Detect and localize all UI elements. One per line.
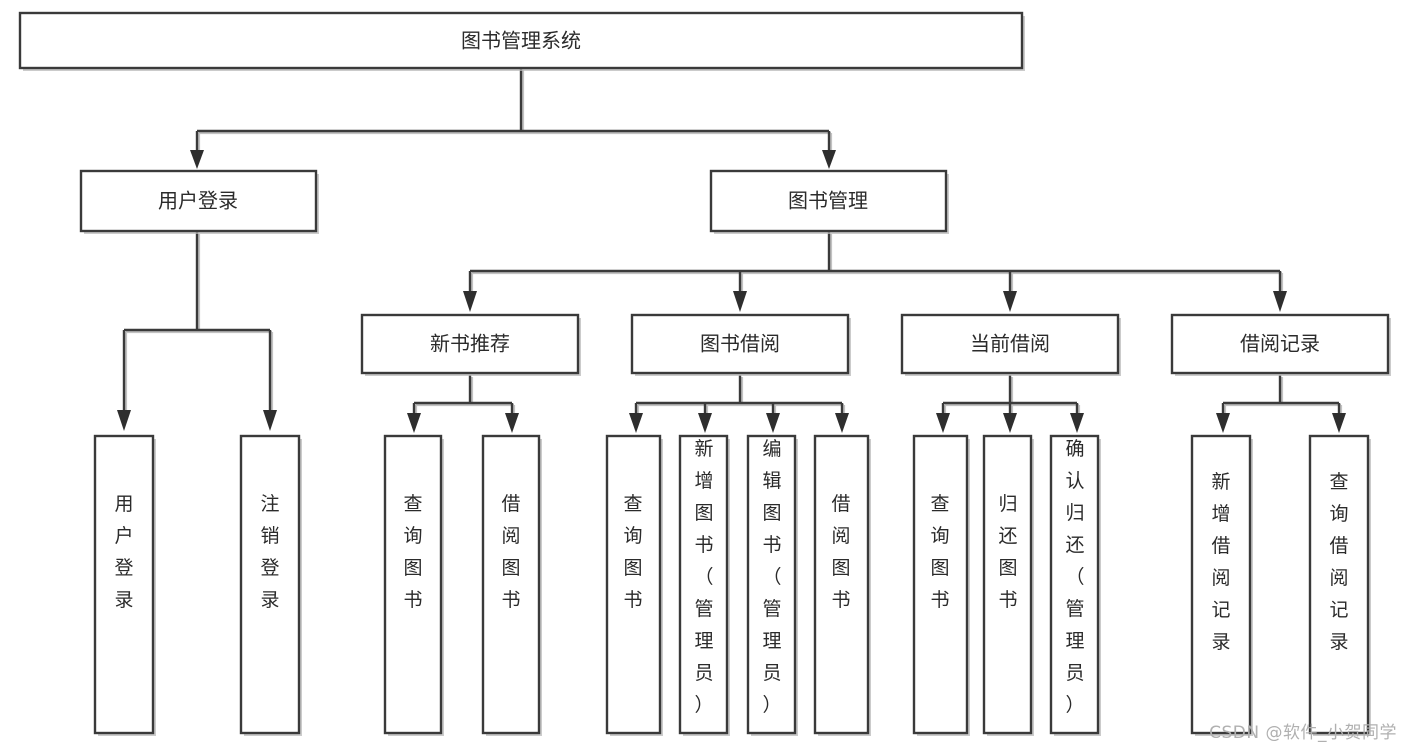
connector-borrowrecord-to-leaves xyxy=(1216,375,1346,433)
connector-root-to-level2 xyxy=(190,68,836,169)
node-leaf-record-query[interactable]: 查询借阅记录 xyxy=(1308,434,1371,736)
node-book-borrow-label: 图书借阅 xyxy=(700,332,780,356)
node-leaf-borrow-query[interactable]: 查询图书 xyxy=(605,434,663,736)
node-leaf-rec-borrow-label: 借阅图书 xyxy=(501,493,520,611)
node-leaf-record-add-label: 新增借阅记录 xyxy=(1211,471,1230,653)
connector-bookborrow-to-leaves xyxy=(629,375,849,433)
node-leaf-user-logout[interactable]: 注销登录 xyxy=(239,434,302,736)
node-leaf-user-login-label: 用户登录 xyxy=(114,493,133,611)
node-current-borrow[interactable]: 当前借阅 xyxy=(900,313,1121,376)
node-leaf-rec-query-label: 查询图书 xyxy=(403,493,422,611)
node-user-login-label: 用户登录 xyxy=(158,189,238,213)
node-book-manage-label: 图书管理 xyxy=(788,189,868,213)
node-book-borrow[interactable]: 图书借阅 xyxy=(630,313,851,376)
node-leaf-current-confirm[interactable]: 确认归还（管理员） xyxy=(1049,434,1101,736)
node-root-label: 图书管理系统 xyxy=(461,29,581,53)
node-leaf-record-query-label: 查询借阅记录 xyxy=(1329,471,1348,653)
node-leaf-rec-query[interactable]: 查询图书 xyxy=(383,434,444,736)
node-leaf-current-query-label: 查询图书 xyxy=(930,493,949,611)
node-leaf-borrow-lend[interactable]: 借阅图书 xyxy=(813,434,871,736)
node-leaf-borrow-edit-label: 编辑图书（管理员） xyxy=(762,438,781,716)
node-book-manage[interactable]: 图书管理 xyxy=(709,169,949,234)
node-current-borrow-label: 当前借阅 xyxy=(970,332,1050,356)
node-leaf-record-add[interactable]: 新增借阅记录 xyxy=(1190,434,1253,736)
connector-bookmanage-to-level3 xyxy=(463,232,1287,312)
node-leaf-current-confirm-label: 确认归还（管理员） xyxy=(1065,438,1084,716)
node-leaf-user-logout-label: 注销登录 xyxy=(260,493,279,611)
connector-layer xyxy=(117,68,1346,433)
connector-newbookrec-to-leaves xyxy=(407,375,519,433)
connector-userlogin-to-leaves xyxy=(117,232,277,431)
node-leaf-current-return[interactable]: 归还图书 xyxy=(982,434,1034,736)
node-leaf-rec-borrow[interactable]: 借阅图书 xyxy=(481,434,542,736)
node-leaf-borrow-add[interactable]: 新增图书（管理员） xyxy=(678,434,730,736)
node-root[interactable]: 图书管理系统 xyxy=(18,11,1025,71)
connector-currentborrow-to-leaves xyxy=(936,375,1084,433)
node-user-login[interactable]: 用户登录 xyxy=(79,169,319,234)
node-borrow-record-label: 借阅记录 xyxy=(1240,332,1320,356)
node-leaf-current-return-label: 归还图书 xyxy=(998,493,1017,611)
node-leaf-user-login[interactable]: 用户登录 xyxy=(93,434,156,736)
node-leaf-borrow-query-label: 查询图书 xyxy=(623,493,642,611)
node-new-book-rec-label: 新书推荐 xyxy=(430,332,510,356)
node-leaf-current-query[interactable]: 查询图书 xyxy=(912,434,970,736)
node-borrow-record[interactable]: 借阅记录 xyxy=(1170,313,1391,376)
node-leaf-borrow-add-label: 新增图书（管理员） xyxy=(694,438,713,716)
node-leaf-borrow-lend-label: 借阅图书 xyxy=(831,493,850,611)
node-leaf-borrow-edit[interactable]: 编辑图书（管理员） xyxy=(746,434,798,736)
csdn-watermark: CSDN @软件_小贺同学 xyxy=(1209,723,1397,743)
node-new-book-rec[interactable]: 新书推荐 xyxy=(360,313,581,376)
